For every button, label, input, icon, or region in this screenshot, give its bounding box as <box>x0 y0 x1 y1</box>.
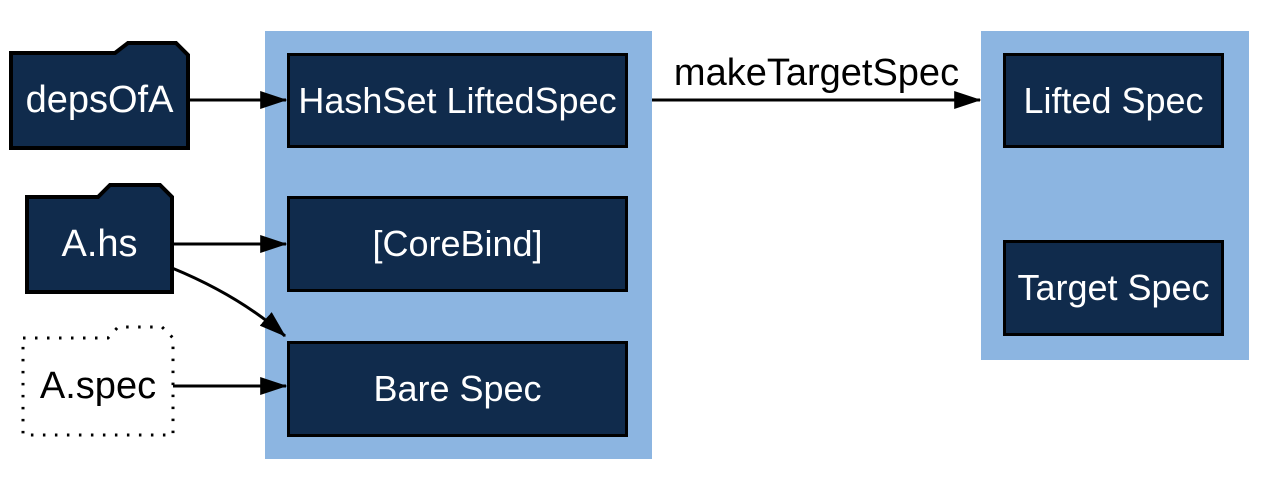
box-bare-spec: Bare Spec <box>287 341 628 437</box>
box-target-spec: Target Spec <box>1003 240 1224 336</box>
folder-depsofa-label: depsOfA <box>25 79 174 121</box>
box-target-spec-label: Target Spec <box>1017 267 1210 308</box>
box-bare-spec-label: Bare Spec <box>373 368 542 409</box>
group-output-specs: Lifted Spec Target Spec <box>981 31 1249 360</box>
box-hashset-liftedspec-label: HashSet LiftedSpec <box>298 79 617 121</box>
box-hashset-liftedspec: HashSet LiftedSpec <box>287 53 628 148</box>
folder-ahs-label: A.hs <box>61 223 138 265</box>
box-corebind: [CoreBind] <box>287 196 628 292</box>
box-lifted-spec: Lifted Spec <box>1003 53 1224 148</box>
group-intermediate-specs: HashSet LiftedSpec [CoreBind] Bare Spec <box>265 31 652 459</box>
box-lifted-spec-label: Lifted Spec <box>1023 79 1204 121</box>
box-corebind-label: [CoreBind] <box>372 223 543 264</box>
edge-label-maketargetspec: makeTargetSpec <box>673 52 960 94</box>
folder-aspec-label: A.spec <box>39 365 157 407</box>
